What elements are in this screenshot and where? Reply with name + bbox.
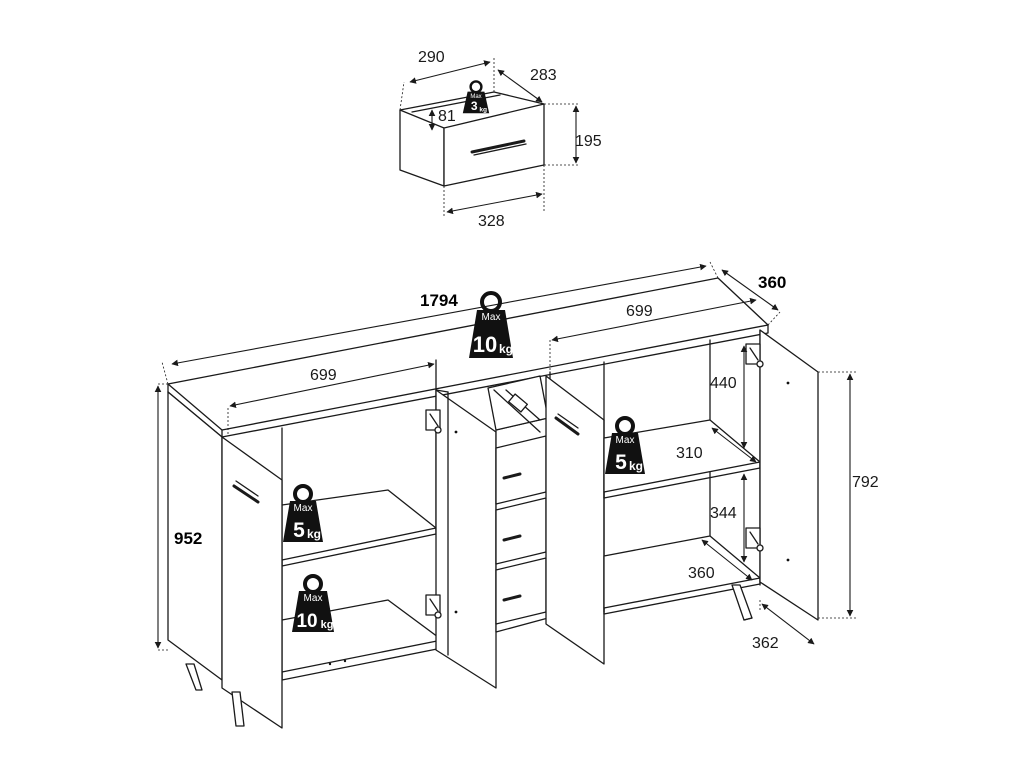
- leg-right-front: [731, 584, 753, 621]
- door-depth-dim-line: [761, 603, 815, 645]
- right-front-door: [759, 329, 819, 621]
- total-width-label: 1794: [420, 291, 458, 310]
- top-weight-icon: Max 10 kg: [469, 291, 513, 358]
- drawer-front: [443, 103, 545, 187]
- bottom-depth-dim-line: [701, 539, 753, 581]
- cabinet-top: [167, 277, 769, 431]
- drawer-runner: [493, 389, 541, 433]
- drawer-width-dim-line: [409, 60, 491, 84]
- drawer-depth-label: 283: [530, 67, 557, 84]
- drawer-handle: [470, 139, 526, 154]
- drawer-handle-2: [502, 534, 522, 542]
- drawer-handle-1: [502, 472, 522, 480]
- svg-text:kg: kg: [307, 527, 321, 541]
- center-right-door: [545, 375, 605, 665]
- drawer-front-1: [495, 435, 547, 505]
- left-front-door: [221, 436, 283, 729]
- drawer-detail: 290 283 81 195 328 Max 3 kg: [399, 49, 602, 230]
- door-height-label: 792: [852, 474, 879, 491]
- door-depth-label: 362: [752, 635, 779, 652]
- drawer-depth-dim-line: [497, 69, 543, 103]
- drawer-weight-icon: Max 3 kg: [462, 80, 490, 113]
- leg-front-left: [185, 663, 203, 691]
- right-compartment-width-label: 699: [626, 303, 653, 320]
- left-shelf-weight-icon: Max 5 kg: [283, 484, 323, 542]
- shelf-depth-label: 310: [676, 445, 703, 462]
- center-left-door: [435, 389, 497, 689]
- center-right-door-handle: [554, 416, 580, 436]
- total-depth-dim-line: [721, 269, 779, 311]
- bottom-depth-label: 360: [688, 565, 715, 582]
- svg-text:5: 5: [293, 519, 305, 542]
- right-shelf-weight-icon: Max 5 kg: [605, 416, 645, 474]
- svg-text:kg: kg: [629, 459, 643, 473]
- svg-text:kg: kg: [499, 342, 513, 356]
- svg-text:10: 10: [473, 332, 497, 357]
- lower-shelf-height-label: 344: [710, 505, 737, 522]
- shelf-depth-dim-line: [711, 427, 757, 463]
- svg-text:Max: Max: [304, 593, 323, 604]
- svg-text:10: 10: [296, 611, 317, 632]
- leg-front-mid: [231, 691, 245, 727]
- sideboard-cabinet: 1794 360 699 699 952 792 440 310 344: [154, 261, 879, 729]
- svg-text:5: 5: [615, 451, 627, 474]
- drawer-front-3: [495, 557, 547, 625]
- svg-text:kg: kg: [321, 619, 334, 631]
- left-compartment-width-dim-line: [229, 361, 435, 409]
- svg-text:Max: Max: [470, 94, 481, 100]
- svg-text:3: 3: [471, 99, 478, 113]
- total-height-label: 952: [174, 529, 202, 548]
- svg-text:kg: kg: [479, 106, 487, 113]
- right-hinge-lower: [745, 527, 764, 552]
- left-compartment-width-label: 699: [310, 367, 337, 384]
- left-door-handle: [232, 484, 260, 504]
- drawer-front-2: [495, 497, 547, 565]
- left-hinge-upper: [425, 409, 442, 434]
- drawer-handle-3: [502, 594, 522, 602]
- svg-text:Max: Max: [482, 312, 501, 323]
- svg-text:Max: Max: [616, 435, 635, 446]
- svg-text:Max: Max: [294, 503, 313, 514]
- right-compartment-width-dim-line: [551, 297, 757, 343]
- upper-shelf-height-label: 440: [710, 375, 737, 392]
- drawer-width-label: 290: [418, 49, 445, 66]
- drawer-front-width-label: 328: [478, 213, 505, 230]
- right-hinge-upper: [745, 343, 764, 368]
- left-bottom-weight-icon: Max 10 kg: [292, 574, 334, 632]
- drawer-front-height-label: 195: [575, 133, 602, 150]
- total-width-dim-line: [171, 263, 707, 367]
- drawer-inner-height-label: 81: [438, 108, 456, 125]
- left-hinge-lower: [425, 594, 442, 619]
- drawer-front-width-dim-line: [446, 191, 543, 215]
- total-depth-label: 360: [758, 273, 786, 292]
